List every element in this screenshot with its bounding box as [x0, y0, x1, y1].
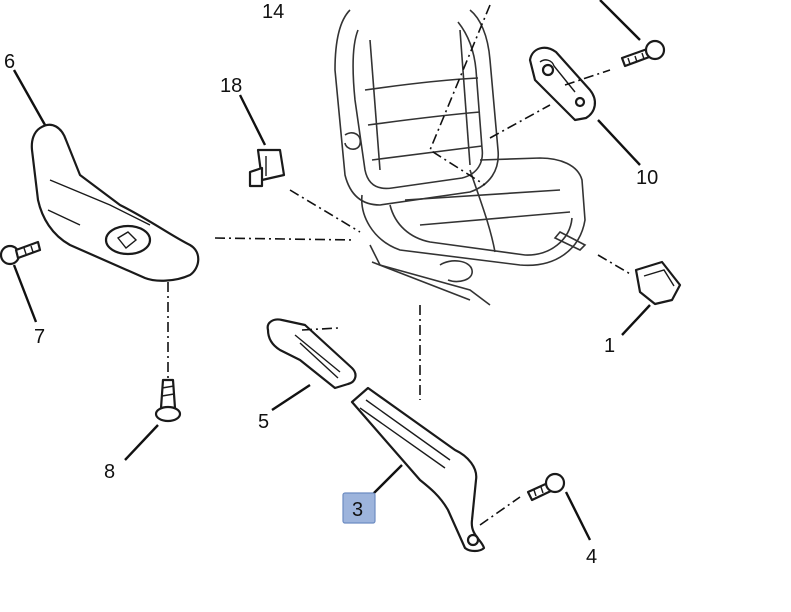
- callout-10: 10: [636, 167, 658, 189]
- callout-14: 14: [262, 1, 284, 23]
- part-10-bracket: [489, 46, 641, 166]
- part-3-trim: [350, 305, 486, 553]
- callout-5: 5: [258, 411, 269, 433]
- callout-3-highlight[interactable]: [342, 492, 376, 524]
- seat-assembly: [334, 4, 587, 306]
- part-6-side-trim: [12, 69, 356, 282]
- part-8-bolt: [124, 282, 182, 461]
- part-4-screw: [479, 472, 592, 541]
- part-18-clip: [238, 94, 361, 233]
- callout-4: 4: [586, 546, 597, 568]
- callout-3[interactable]: 3: [352, 499, 363, 521]
- bolt-top-right: [599, 0, 666, 68]
- callout-8: 8: [104, 461, 115, 483]
- callout-6: 6: [4, 51, 15, 73]
- part-1-clip: [597, 254, 682, 336]
- callout-1: 1: [604, 335, 615, 357]
- callout-7: 7: [34, 326, 45, 348]
- callout-18: 18: [220, 75, 242, 97]
- part-5-trim: [266, 318, 357, 412]
- part-7-screw: [0, 240, 42, 323]
- callouts: 14 6 18 10 7 1 5 8 3 4: [4, 1, 658, 568]
